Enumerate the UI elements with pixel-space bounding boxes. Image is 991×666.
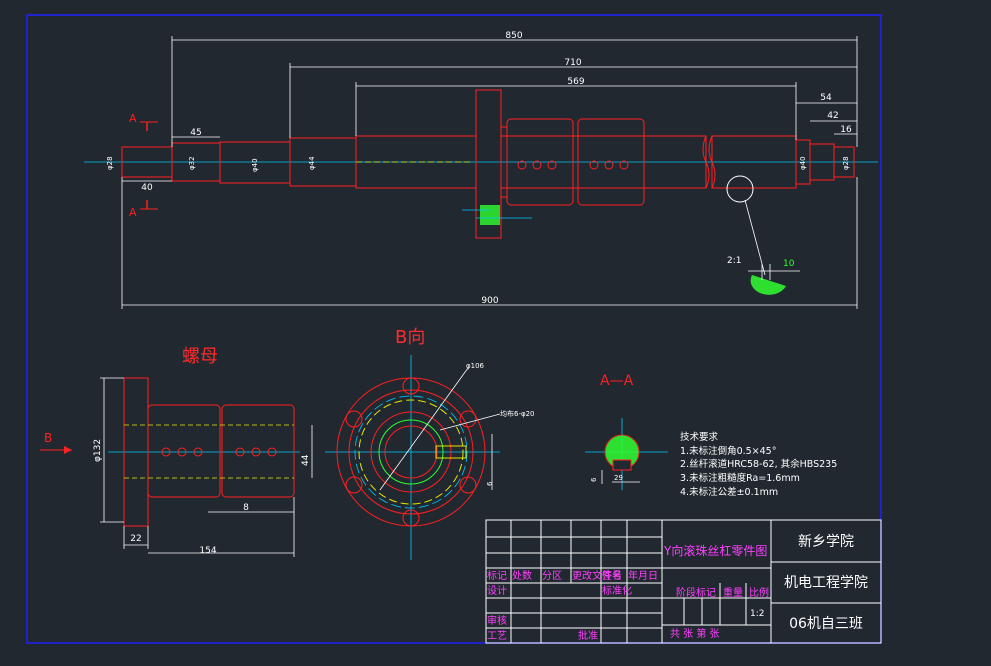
detail-circle [726, 175, 754, 203]
header-zone: 分区 [542, 570, 562, 582]
section-a-marks: A A [129, 112, 158, 219]
stage-mark-label: 阶段标记 [676, 586, 716, 599]
dim-phi40-left: φ40 [251, 158, 259, 172]
dim-900: 900 [481, 296, 498, 306]
view-b-dim-106: φ106 [466, 362, 485, 370]
requirement-3: 3.未标注粗糙度Ra=1.6mm [680, 472, 800, 484]
nut-dim-154: 154 [199, 546, 216, 556]
dim-phi44: φ44 [308, 156, 316, 170]
shaft-dimension-lines [121, 36, 858, 309]
section-aa-title: A—A [600, 373, 634, 389]
detail-dim-10: 10 [783, 259, 795, 269]
header-mark: 标记 [487, 570, 507, 582]
dim-40: 40 [141, 183, 153, 193]
dim-phi32: φ32 [188, 156, 196, 170]
requirement-4: 4.未标注公差±0.1mm [680, 486, 778, 498]
design-label: 设计 [487, 584, 507, 597]
detail-view: 2:1 10 [727, 256, 800, 295]
requirements-title: 技术要求 [680, 431, 719, 443]
section-a-top-label: A [129, 112, 137, 125]
arrow-b-label: B [44, 431, 52, 445]
view-b-title: B向 [395, 327, 425, 348]
section-a-bottom-label: A [129, 206, 137, 219]
dim-850: 850 [505, 31, 522, 41]
section-aa-dim-29: 29 [614, 474, 623, 482]
dim-42: 42 [827, 111, 838, 121]
weight-label: 重量 [723, 586, 743, 599]
class-name: 06机自三班 [789, 616, 863, 632]
standardize-label: 标准化 [602, 584, 632, 597]
approve-label: 批准 [578, 629, 598, 642]
nut-title: 螺母 [182, 346, 218, 367]
nut-dim-44: 44 [301, 454, 311, 466]
title-block: Y向滚珠丝杠零件图 新乡学院 机电工程学院 06机自三班 标记 处数 分区 更改… [485, 519, 882, 644]
nut-dim-22: 22 [130, 534, 141, 544]
ball-screw-shaft [84, 89, 878, 276]
nut-dim-8: 8 [243, 503, 249, 513]
dim-54: 54 [820, 93, 832, 103]
header-change-doc: 更改文件号 [572, 569, 622, 582]
section-aa-dim-6: 6 [590, 477, 598, 482]
view-b-holes: 均布6-φ20 [500, 409, 535, 418]
header-sign: 签名 [602, 569, 622, 582]
requirement-1: 1.未标注倒角0.5×45° [680, 445, 776, 457]
dim-16: 16 [840, 125, 852, 135]
department-name: 机电工程学院 [784, 575, 868, 591]
keyway-hatch [480, 205, 500, 225]
dim-710: 710 [564, 58, 581, 68]
view-b: B向 φ106 均布6-φ20 6 [325, 327, 535, 560]
sheet-info: 共 张 第 张 [670, 627, 720, 640]
dim-phi28-left: φ28 [106, 156, 114, 170]
dim-phi28-right: φ28 [842, 156, 850, 170]
nut-dim-132: φ132 [93, 439, 103, 462]
nut-side-view: 螺母 B φ132 22 154 8 44 [40, 346, 313, 557]
school-name: 新乡学院 [798, 534, 854, 550]
review-label: 审核 [487, 614, 507, 627]
requirement-2: 2.丝杆滚道HRC58-62, 其余HBS235 [680, 458, 837, 470]
header-count: 处数 [512, 569, 532, 582]
drawing-name: Y向滚珠丝杠零件图 [663, 543, 767, 558]
technical-requirements: 技术要求 1.未标注倒角0.5×45° 2.丝杆滚道HRC58-62, 其余HB… [680, 431, 837, 498]
scale-value: 1:2 [750, 609, 764, 619]
process-label: 工艺 [487, 630, 507, 642]
dim-569: 569 [567, 77, 584, 87]
dim-45: 45 [190, 128, 201, 138]
dim-phi40-right: φ40 [799, 156, 807, 170]
scale-label: 比例 [749, 586, 769, 599]
header-date: 年月日 [628, 569, 658, 582]
drawing-frame [26, 14, 882, 644]
view-b-tol: 6 [486, 481, 494, 486]
section-aa: A—A 6 29 [585, 373, 668, 490]
detail-scale-label: 2:1 [727, 256, 741, 266]
